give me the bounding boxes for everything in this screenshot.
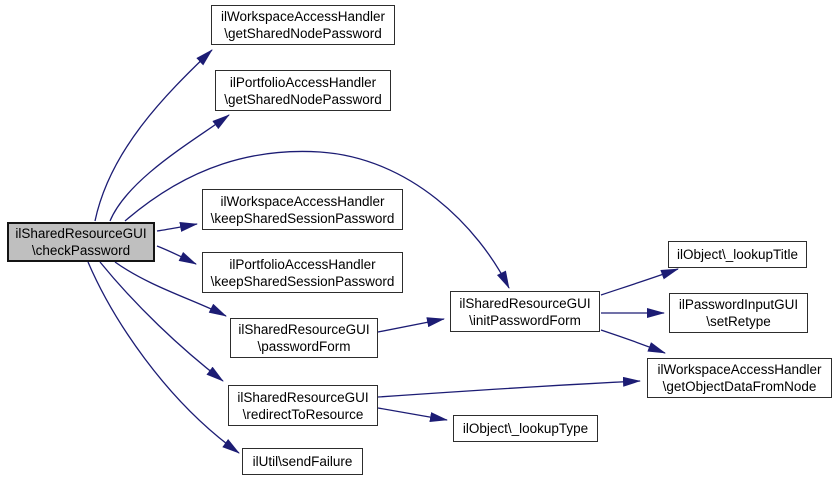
node-wah-getSharedNodePassword[interactable]: ilWorkspaceAccessHandler \getSharedNodeP… xyxy=(211,5,395,45)
node-passwordForm-line1: ilSharedResourceGUI xyxy=(238,322,370,337)
node-pah-keepSharedSessionPassword[interactable]: ilPortfolioAccessHandler \keepSharedSess… xyxy=(202,252,403,293)
edge-checkPassword-passwordForm xyxy=(114,261,227,317)
node-pah-getSharedNodePassword-line1: ilPortfolioAccessHandler xyxy=(229,74,377,90)
node-lookupTitle[interactable]: ilObject\_lookupTitle xyxy=(668,241,807,268)
edge-checkPassword-pah_getSharedNodePassword xyxy=(109,114,230,222)
node-getObjectDataFromNode-line1: ilWorkspaceAccessHandler xyxy=(657,362,822,377)
node-wah-getSharedNodePassword-line1: ilWorkspaceAccessHandler xyxy=(220,9,386,24)
node-lookupType[interactable]: ilObject\_lookupType xyxy=(453,415,598,442)
edge-checkPassword-sendFailure xyxy=(87,261,240,454)
node-wah-keepSharedSessionPassword-line1: ilWorkspaceAccessHandler xyxy=(220,193,385,209)
node-getObjectDataFromNode-line2: \getObjectDataFromNode xyxy=(662,379,817,394)
node-wah-getSharedNodePassword-line2: \getSharedNodePassword xyxy=(224,26,382,41)
node-redirectToResource-line2: \redirectToResource xyxy=(242,406,364,422)
node-setRetype[interactable]: ilPasswordInputGUI \setRetype xyxy=(669,293,808,333)
edge-initPasswordForm-lookupTitle xyxy=(600,268,679,296)
node-wah-keepSharedSessionPassword-line2: \keepSharedSessionPassword xyxy=(210,210,395,226)
node-passwordForm-line2: \passwordForm xyxy=(257,339,351,354)
edge-checkPassword-wah_getSharedNodePassword xyxy=(94,49,213,222)
node-getObjectDataFromNode[interactable]: ilWorkspaceAccessHandler \getObjectDataF… xyxy=(647,358,832,398)
edge-initPasswordForm-getObjectDataFromNode xyxy=(600,329,666,354)
node-checkPassword-line1: ilSharedResourceGUI xyxy=(15,226,147,241)
node-initPasswordForm-line1: ilSharedResourceGUI xyxy=(459,295,591,311)
edge-redirectToResource-lookupType xyxy=(377,407,448,423)
edge-checkPassword-initPasswordForm xyxy=(124,150,510,289)
node-lookupType-line1: ilObject\_lookupType xyxy=(462,421,589,436)
edge-checkPassword-pah_keepSharedSessionPassword xyxy=(156,245,197,265)
node-pah-keepSharedSessionPassword-line2: \keepSharedSessionPassword xyxy=(210,273,395,289)
edge-passwordForm-initPasswordForm xyxy=(377,317,445,333)
node-initPasswordForm-line2: \initPasswordForm xyxy=(469,312,581,328)
node-passwordForm[interactable]: ilSharedResourceGUI \passwordForm xyxy=(230,318,378,358)
node-wah-keepSharedSessionPassword[interactable]: ilWorkspaceAccessHandler \keepSharedSess… xyxy=(202,189,403,230)
node-pah-getSharedNodePassword-line2: \getSharedNodePassword xyxy=(224,91,382,107)
node-sendFailure-line1: ilUtil\sendFailure xyxy=(252,454,353,469)
node-checkPassword-line2: \checkPassword xyxy=(31,243,131,258)
node-checkPassword[interactable]: ilSharedResourceGUI \checkPassword xyxy=(7,222,155,262)
node-lookupTitle-line1: ilObject\_lookupTitle xyxy=(676,247,799,262)
node-setRetype-line1: ilPasswordInputGUI xyxy=(678,297,799,312)
edge-checkPassword-redirectToResource xyxy=(99,261,224,382)
node-setRetype-line2: \setRetype xyxy=(706,314,771,329)
node-pah-keepSharedSessionPassword-line1: ilPortfolioAccessHandler xyxy=(229,256,376,272)
edge-checkPassword-wah_keepSharedSessionPassword xyxy=(156,222,198,232)
edge-redirectToResource-getObjectDataFromNode xyxy=(377,376,641,398)
node-redirectToResource-line1: ilSharedResourceGUI xyxy=(237,389,369,405)
node-redirectToResource[interactable]: ilSharedResourceGUI \redirectToResource xyxy=(228,385,378,426)
node-initPasswordForm[interactable]: ilSharedResourceGUI \initPasswordForm xyxy=(450,291,600,332)
node-sendFailure[interactable]: ilUtil\sendFailure xyxy=(242,448,363,475)
node-pah-getSharedNodePassword[interactable]: ilPortfolioAccessHandler \getSharedNodeP… xyxy=(215,70,391,111)
